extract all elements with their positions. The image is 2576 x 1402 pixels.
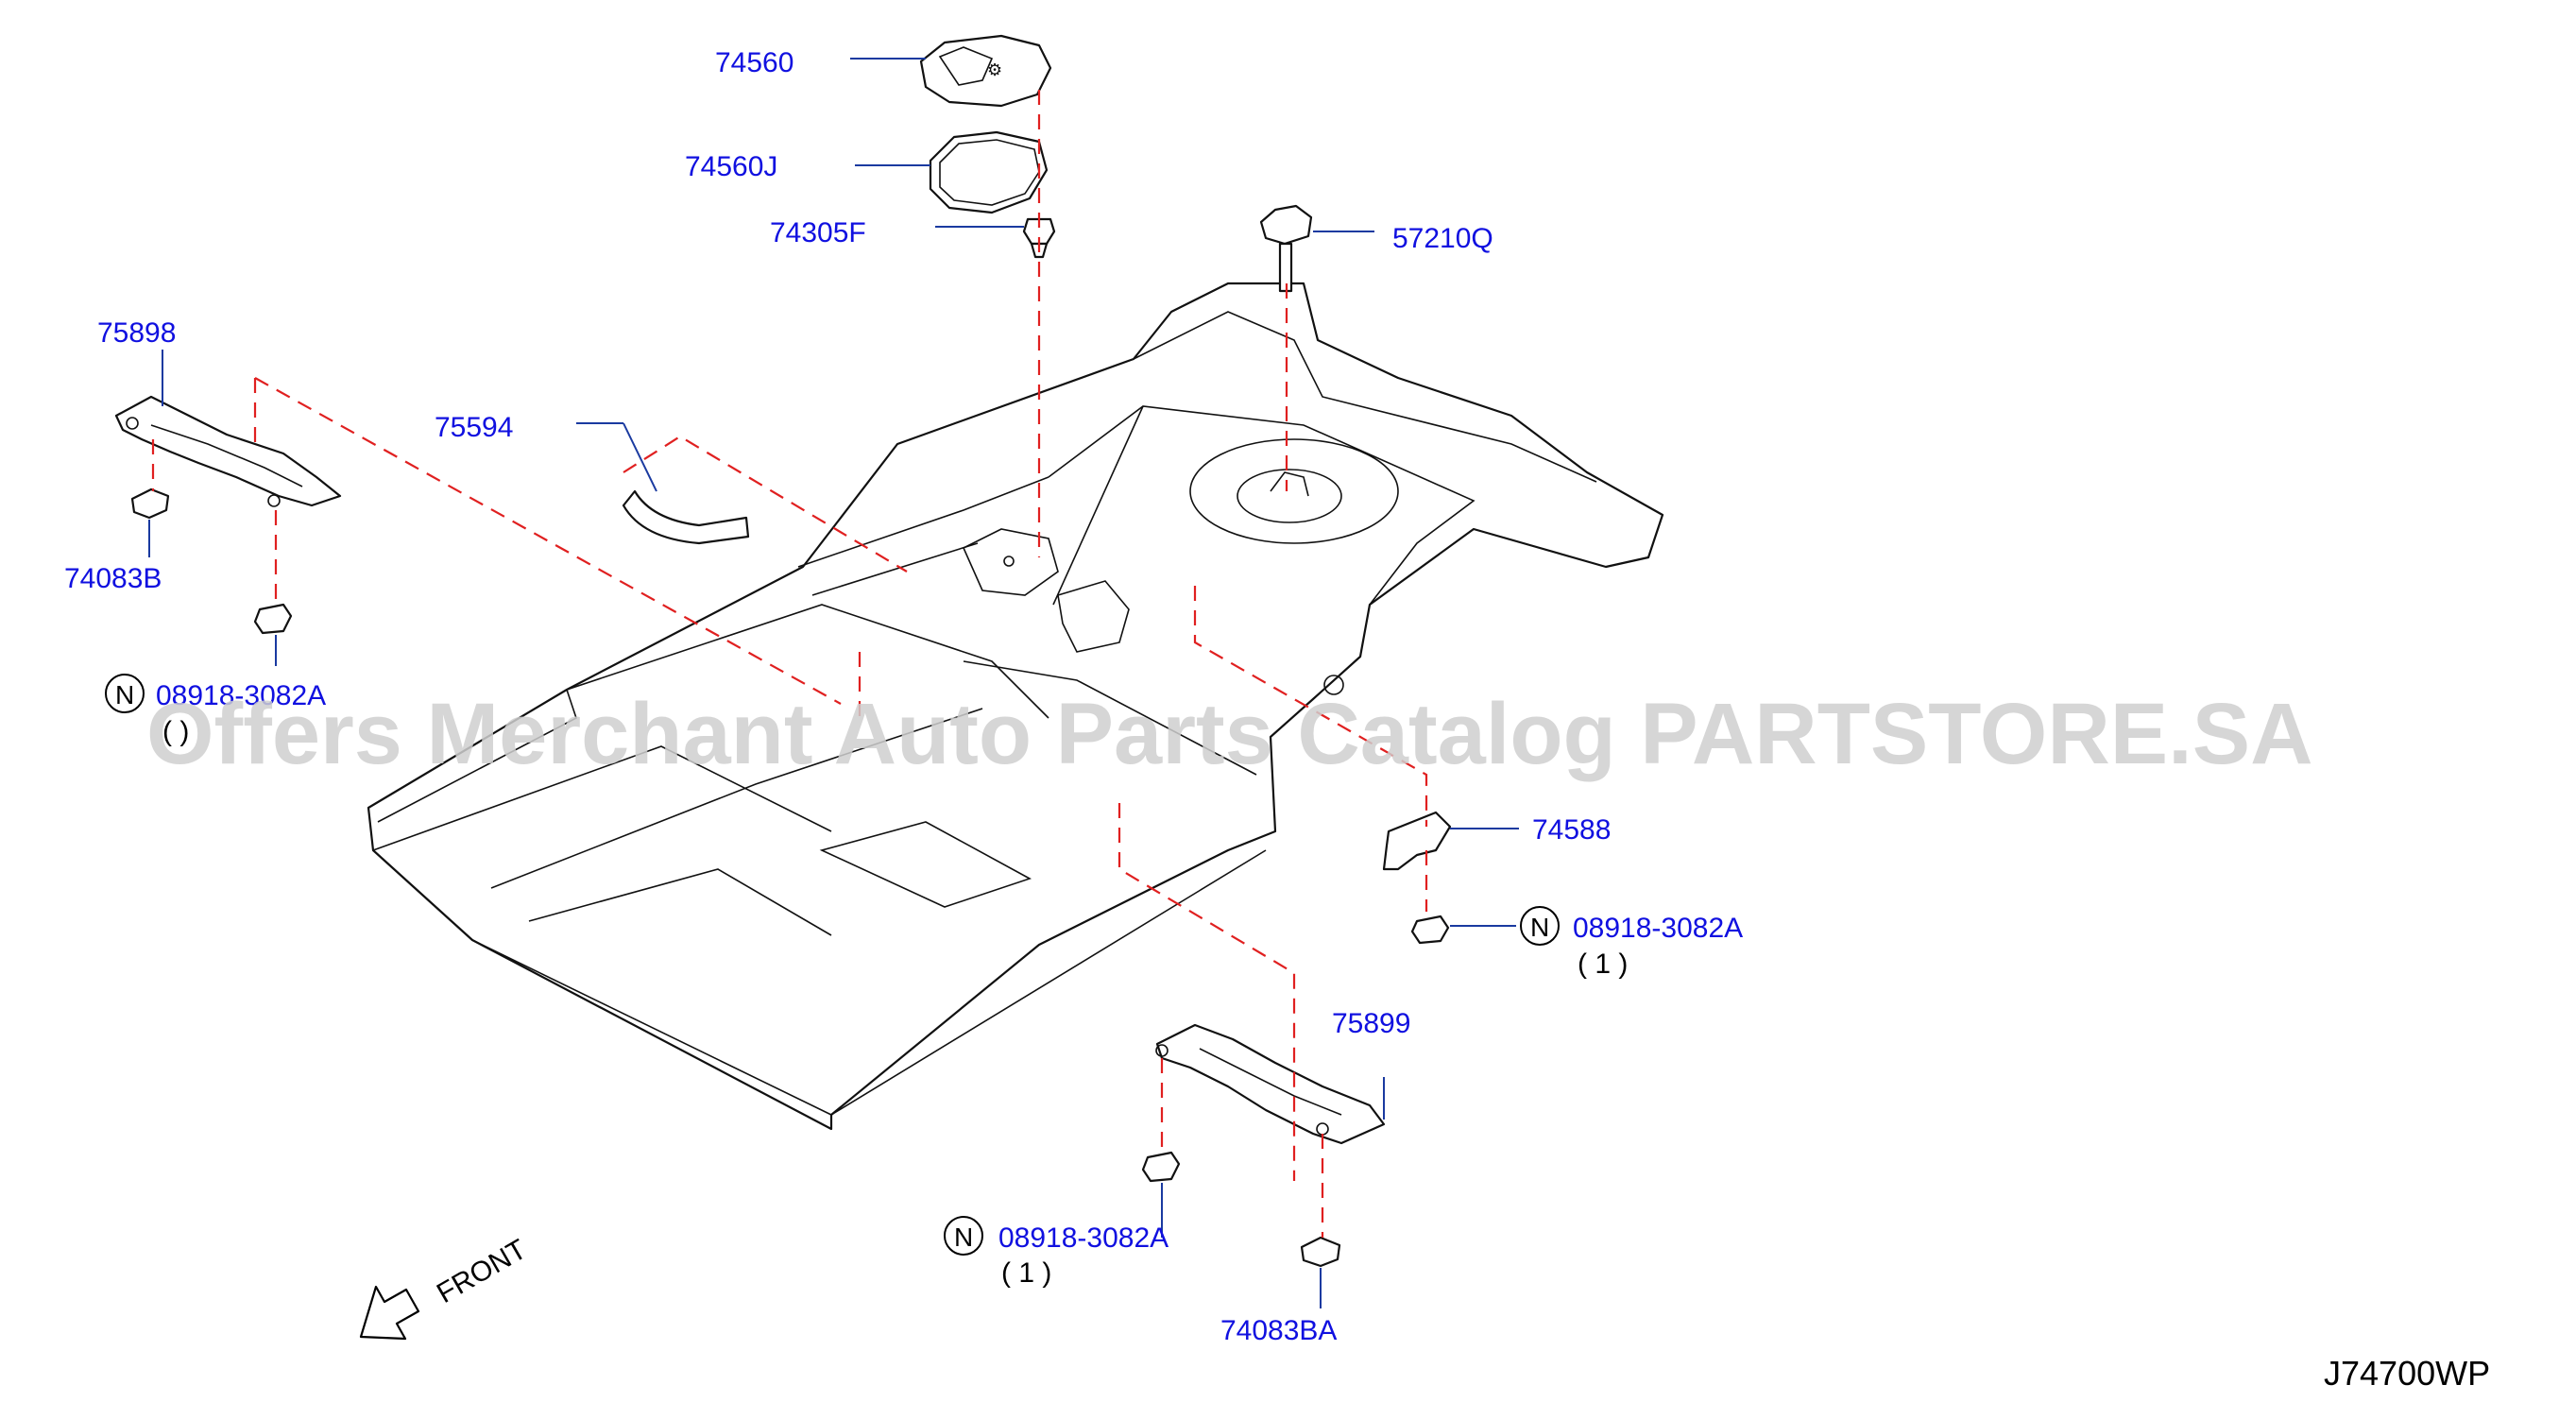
front-arrow-icon	[359, 1285, 420, 1341]
label-75594: 75594	[435, 412, 513, 443]
n-symbol-text: N	[115, 680, 134, 710]
label-74560J: 74560J	[685, 151, 777, 182]
label-08918-right: 08918-3082A	[1573, 913, 1743, 944]
label-74083B: 74083B	[64, 563, 162, 594]
label-75898: 75898	[97, 317, 176, 349]
n-symbol-icon	[944, 1216, 983, 1256]
hose-75594	[622, 489, 750, 545]
bracket-75898	[114, 395, 342, 507]
note-nut-bottom: N 08918-3082A ( 1 )	[944, 1216, 1169, 1289]
clip-74305F	[1022, 217, 1056, 259]
label-08918-left: 08918-3082A	[156, 680, 326, 711]
watermark: Offers Merchant Auto Parts Catalog PARTS…	[146, 686, 2313, 782]
n-symbol-text: N	[1530, 913, 1549, 942]
assembly-lines	[151, 90, 1428, 1238]
nut-left	[253, 603, 293, 635]
n-symbol-text: N	[954, 1222, 973, 1252]
qty-08918-right: ( 1 )	[1578, 949, 1628, 980]
bracket-75899	[1155, 1023, 1386, 1145]
qty-08918-bottom: ( 1 )	[1001, 1257, 1051, 1289]
label-74083BA: 74083BA	[1220, 1315, 1337, 1346]
nut-bottom	[1141, 1151, 1181, 1183]
label-74588: 74588	[1532, 814, 1611, 846]
svg-text:⚙: ⚙	[987, 60, 1002, 80]
note-nut-right: N 08918-3082A ( 1 )	[1520, 906, 1743, 980]
label-57210Q: 57210Q	[1392, 223, 1493, 254]
bracket-74588	[1382, 811, 1452, 871]
label-75899: 75899	[1332, 1008, 1410, 1039]
nut-right	[1410, 915, 1450, 945]
seal-74560J	[929, 130, 1049, 214]
label-74560: 74560	[715, 47, 793, 78]
n-symbol-icon	[105, 674, 145, 713]
n-symbol-icon	[1520, 906, 1560, 946]
leader-lines	[148, 58, 1519, 1308]
cover-74560: ⚙	[919, 34, 1052, 108]
label-74305F: 74305F	[770, 217, 866, 248]
bolt-57210Q	[1259, 204, 1313, 293]
front-label: FRONT	[432, 1234, 532, 1309]
diagram-code: J74700WP	[2324, 1354, 2490, 1393]
note-nut-left: N 08918-3082A ( )	[105, 674, 326, 747]
clip-74083B	[130, 487, 170, 520]
qty-08918-left: ( )	[162, 716, 189, 747]
front-indicator: FRONT	[359, 1234, 532, 1341]
floor-panel	[367, 282, 1664, 1131]
clip-74083BA	[1300, 1236, 1341, 1268]
label-08918-bottom: 08918-3082A	[998, 1222, 1169, 1254]
